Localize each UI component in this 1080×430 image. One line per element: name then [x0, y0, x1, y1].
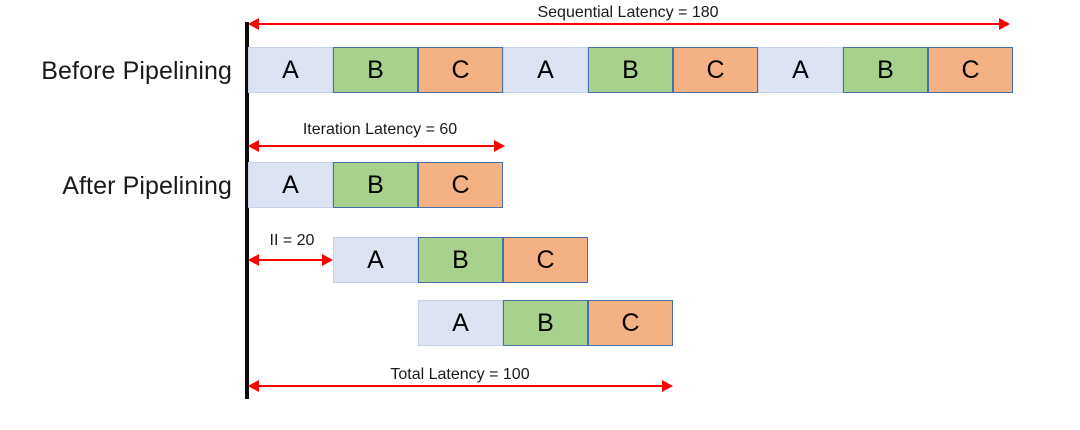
- iteration-latency-label: Iteration Latency = 60: [302, 121, 458, 138]
- stage-block-a: A: [503, 47, 588, 93]
- total-latency-arrow: [248, 380, 673, 392]
- stage-block-b: B: [333, 162, 418, 208]
- arrow-head-right-icon: [662, 380, 673, 392]
- stage-block-a: A: [333, 237, 418, 283]
- stage-block-b: B: [503, 300, 588, 346]
- stage-block-a: A: [418, 300, 503, 346]
- stage-block-c: C: [588, 300, 673, 346]
- arrow-head-left-icon: [248, 18, 259, 30]
- iteration-latency-arrow: [248, 140, 505, 152]
- row-label-before-pipelining: Before Pipelining: [41, 57, 232, 85]
- stage-block-b: B: [333, 47, 418, 93]
- stage-block-c: C: [928, 47, 1013, 93]
- stage-block-c: C: [503, 237, 588, 283]
- arrow-head-left-icon: [248, 140, 259, 152]
- initiation-interval-label: II = 20: [269, 232, 315, 249]
- stage-block-a: A: [248, 47, 333, 93]
- sequential-latency-arrow: [248, 18, 1010, 30]
- before-pipelining-row: A B C A B C A B C: [248, 47, 1013, 93]
- stage-block-a: A: [758, 47, 843, 93]
- stage-block-a: A: [248, 162, 333, 208]
- arrow-head-right-icon: [494, 140, 505, 152]
- arrow-head-right-icon: [322, 254, 333, 266]
- after-pipelining-row-2: A B C: [333, 237, 588, 283]
- stage-block-c: C: [418, 47, 503, 93]
- stage-block-c: C: [673, 47, 758, 93]
- row-label-after-pipelining: After Pipelining: [62, 172, 232, 200]
- time-axis: [245, 22, 249, 399]
- stage-block-b: B: [588, 47, 673, 93]
- arrow-head-right-icon: [999, 18, 1010, 30]
- initiation-interval-arrow: [248, 254, 333, 266]
- arrow-head-left-icon: [248, 380, 259, 392]
- sequential-latency-label: Sequential Latency = 180: [537, 4, 719, 21]
- after-pipelining-row-3: A B C: [418, 300, 673, 346]
- after-pipelining-row-1: A B C: [248, 162, 503, 208]
- total-latency-label: Total Latency = 100: [390, 366, 530, 383]
- stage-block-c: C: [418, 162, 503, 208]
- arrow-head-left-icon: [248, 254, 259, 266]
- stage-block-b: B: [843, 47, 928, 93]
- stage-block-b: B: [418, 237, 503, 283]
